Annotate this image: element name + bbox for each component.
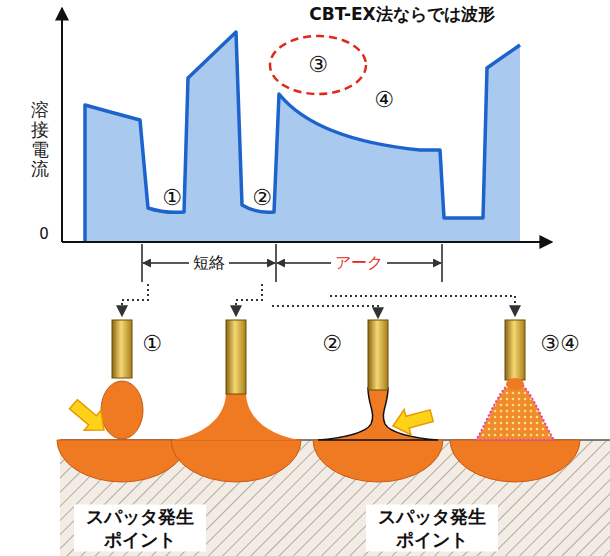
dashed-ellipse-stroke [270, 36, 366, 94]
wire-electrode [368, 320, 388, 390]
current-waveform-line [85, 32, 520, 242]
axis-label: 溶接電流 [31, 100, 49, 179]
callout-number: ③ [308, 53, 328, 77]
wire-electrode [505, 320, 525, 380]
dotted-leader [330, 296, 515, 316]
period-tick [141, 244, 143, 282]
y-axis [61, 8, 63, 242]
weld-pool [313, 440, 443, 482]
spatter-arrow [390, 403, 435, 438]
weld-pool [171, 440, 301, 482]
arc-plasma [476, 384, 554, 440]
weld-pool [57, 440, 187, 482]
dotted-leader [236, 284, 262, 316]
callout-number: ① [142, 332, 162, 356]
necked-bridge [318, 388, 438, 440]
callout-number: ② [322, 332, 342, 356]
dotted-leader [272, 306, 378, 318]
wire-electrode [112, 320, 132, 378]
spatter-arrow [65, 394, 112, 440]
current-waveform [85, 32, 520, 242]
spatter-note: スパッタ発生 ポイント [74, 505, 206, 552]
callout-number: ① [162, 186, 182, 210]
chart-title: CBT-EX法ならでは波形 [309, 5, 494, 24]
wire-electrode [226, 320, 246, 394]
weld-pool [450, 440, 580, 482]
dotted-leader [122, 284, 148, 316]
period-label: アーク [331, 253, 387, 273]
droplet [101, 381, 143, 439]
droplet [506, 378, 524, 390]
period-label: 短絡 [189, 253, 229, 273]
axis-zero: 0 [39, 226, 49, 243]
callout-number: ④ [374, 88, 394, 112]
period-tick [441, 244, 443, 282]
dashed-ellipse: ③ [268, 34, 368, 96]
short-bridge [172, 392, 300, 440]
period-tick [275, 244, 277, 282]
callout-number: ③④ [540, 332, 579, 356]
spatter-note: スパッタ発生 ポイント [366, 505, 498, 552]
x-axis [62, 241, 552, 243]
callout-number: ② [252, 186, 272, 210]
